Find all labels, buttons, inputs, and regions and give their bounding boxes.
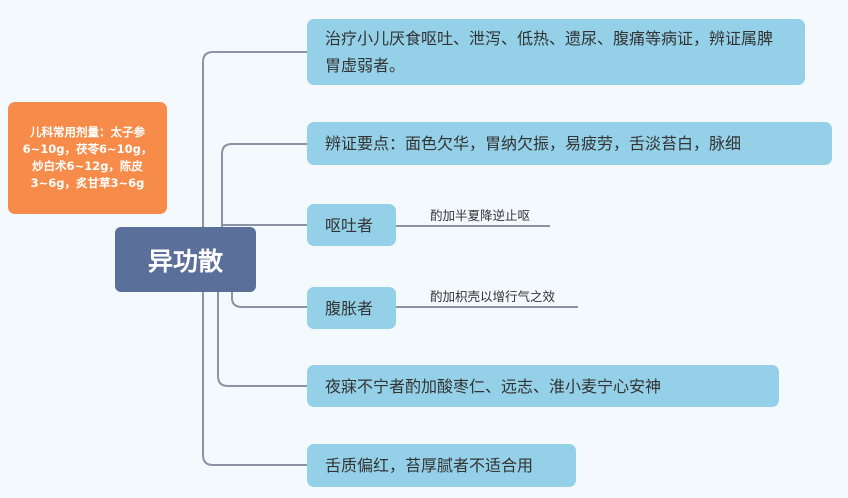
central-topic[interactable]: 异功散 — [115, 227, 256, 292]
branch-indications[interactable]: 治疗小儿厌食呕吐、泄泻、低热、遗尿、腹痛等病证，辨证属脾胃虚弱者。 — [307, 19, 805, 85]
branch-diagnosis-points[interactable]: 辨证要点：面色欠华，胃纳欠振，易疲劳，舌淡苔白，脉细 — [307, 122, 832, 165]
branch-bloating[interactable]: 腹胀者 — [307, 287, 396, 329]
dosage-note: 儿科常用剂量：太子参6~10g，茯苓6~10g，炒白术6~12g，陈皮3~6g，… — [8, 102, 167, 214]
label-bloating: 酌加枳壳以增行气之效 — [430, 289, 556, 304]
label-vomiting: 酌加半夏降逆止呕 — [430, 208, 531, 223]
branch-vomiting[interactable]: 呕吐者 — [307, 204, 396, 246]
branch-contraindication[interactable]: 舌质偏红，苔厚腻者不适合用 — [307, 444, 576, 487]
branch-insomnia[interactable]: 夜寐不宁者酌加酸枣仁、远志、淮小麦宁心安神 — [307, 365, 779, 407]
